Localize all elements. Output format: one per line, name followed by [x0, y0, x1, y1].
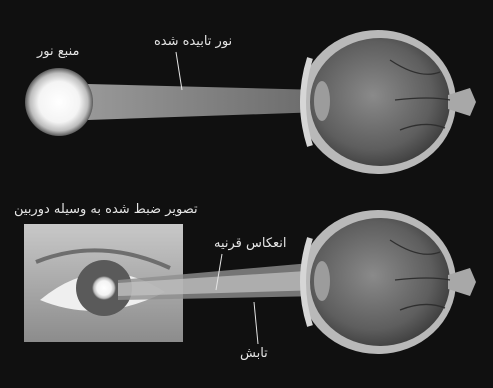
incident-light-label: نور تابیده شده: [154, 34, 232, 49]
radiation-leader: [254, 302, 258, 344]
bottom-eye-cross-section: [300, 210, 476, 354]
camera-photo-label: تصویر ضبط شده به وسیله دوربین: [14, 202, 198, 217]
top-eye-cross-section: [300, 30, 476, 174]
radiation-label: تابش: [240, 346, 268, 361]
light-source-icon: [25, 68, 93, 136]
light-source-label: منبع نور: [37, 44, 79, 59]
incident-light-leader: [176, 52, 182, 90]
incident-light-beam: [88, 84, 322, 120]
retinal-reflection-label: انعکاس قرنیه: [214, 236, 287, 251]
